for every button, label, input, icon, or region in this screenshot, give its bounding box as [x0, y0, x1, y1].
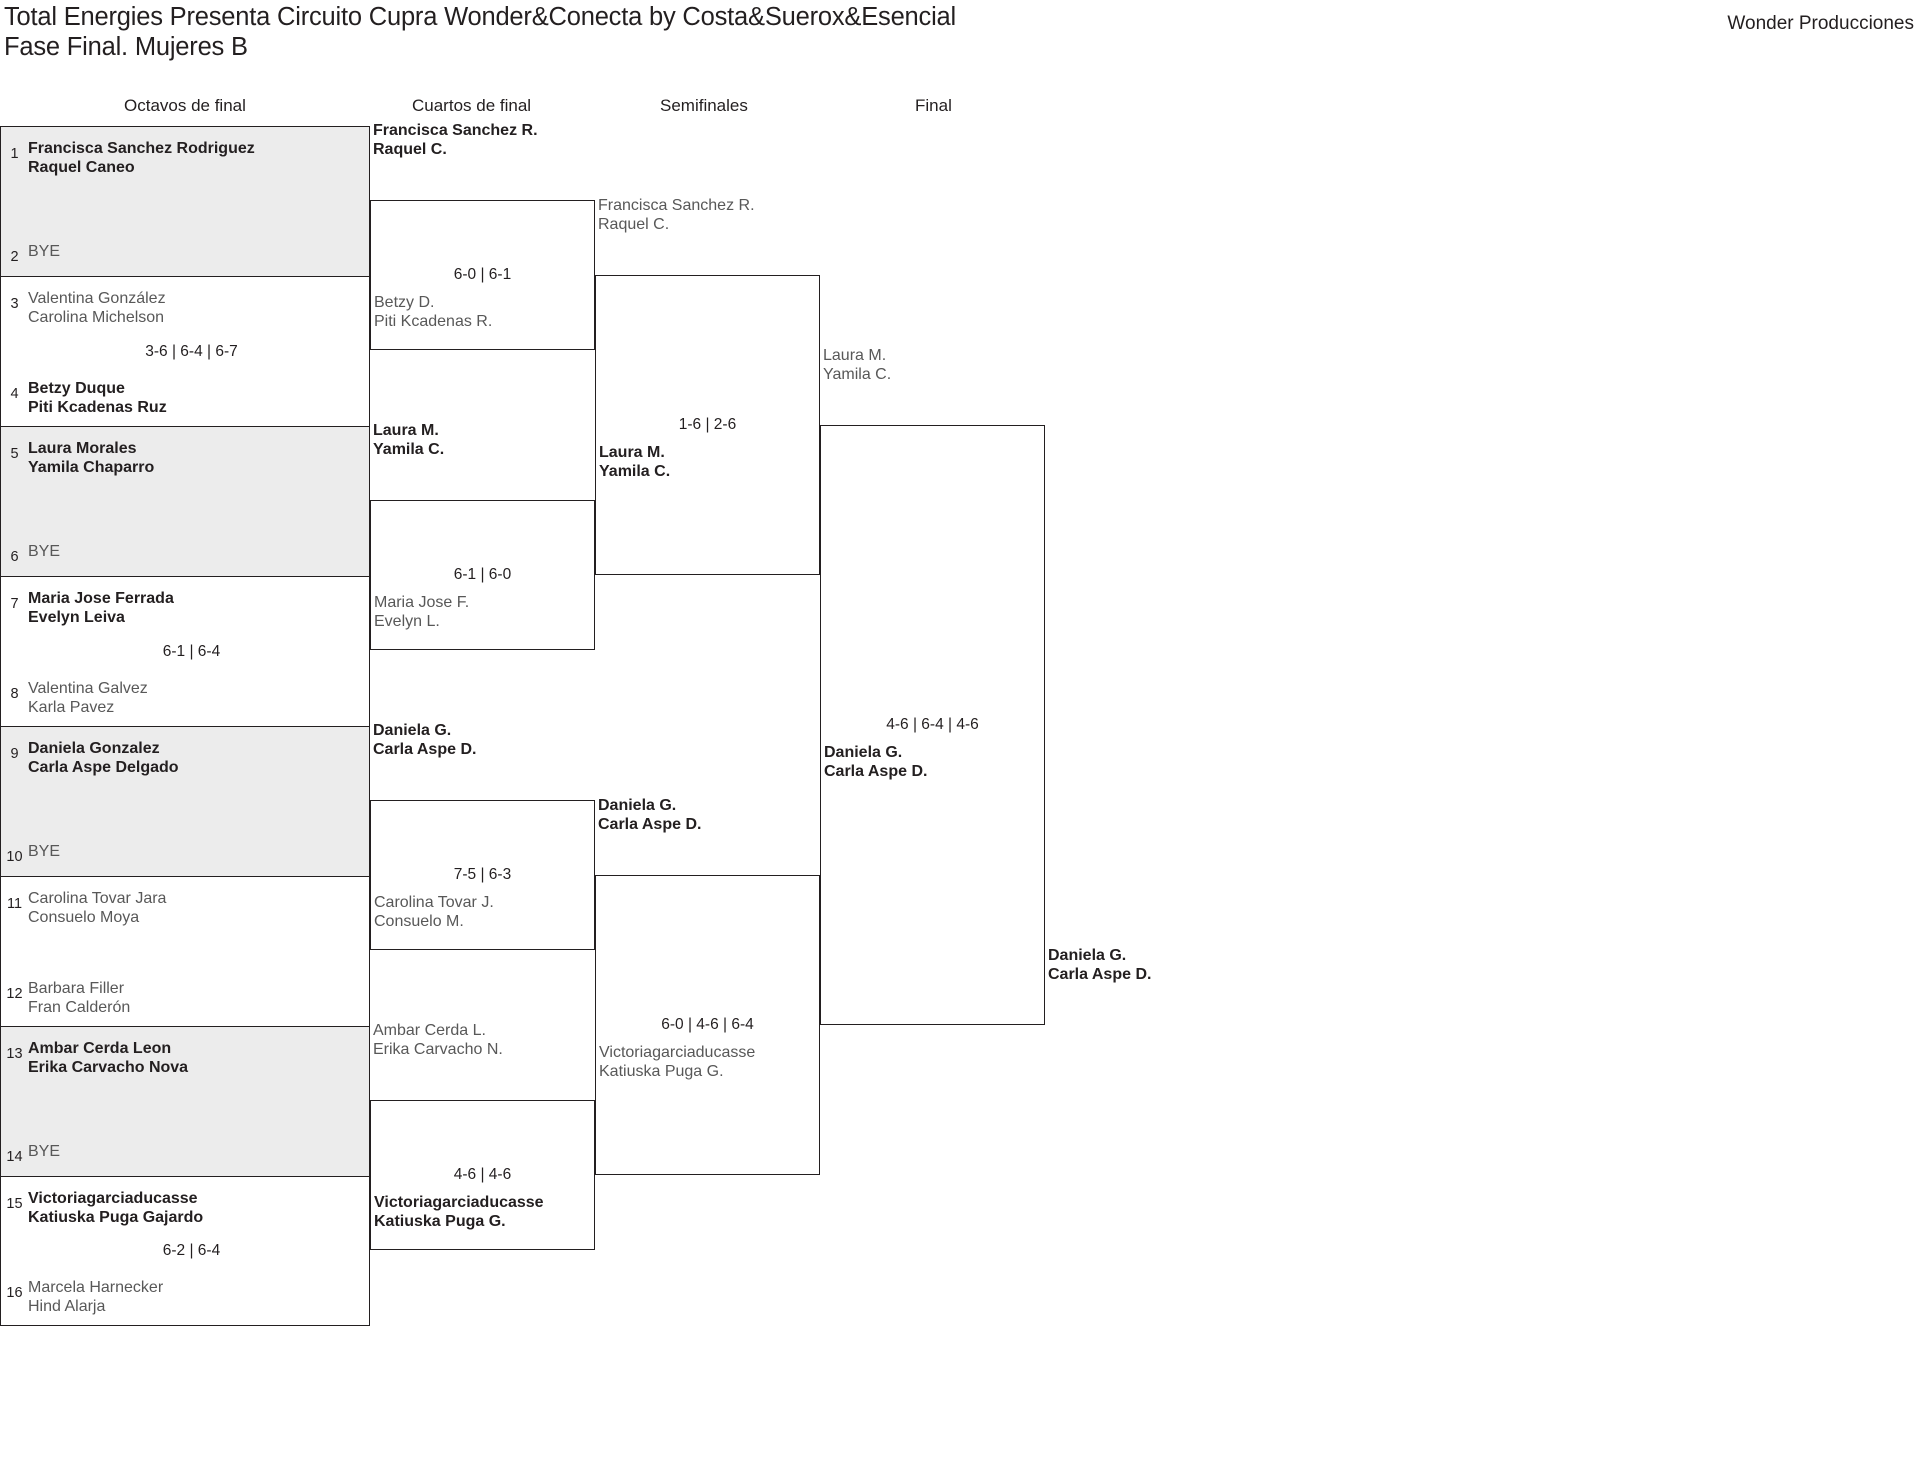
team-name: Barbara Filler Fran Calderón — [28, 980, 131, 1016]
r16-slot-top[interactable]: 1 Francisca Sanchez Rodriguez Raquel Cane… — [1, 136, 369, 177]
team-name: Ambar Cerda Leon Erika Carvacho Nova — [28, 1040, 189, 1076]
team-name: Victoriagarciaducasse Katiuska Puga G. — [599, 1044, 756, 1080]
seed-number: 11 — [6, 896, 23, 912]
team-name: Maria Jose Ferrada Evelyn Leiva — [28, 590, 174, 626]
team-name: Valentina González Carolina Michelson — [28, 290, 166, 326]
r16-slot-top[interactable]: 7 Maria Jose Ferrada Evelyn Leiva — [1, 586, 369, 627]
team-name: Laura Morales Yamila Chaparro — [28, 440, 155, 476]
team-name: Carolina Tovar J. Consuelo M. — [374, 894, 494, 930]
r16-slot-bottom[interactable]: 12 Barbara Filler Fran Calderón — [1, 976, 369, 1017]
r16-slot-top[interactable]: 11 Carolina Tovar Jara Consuelo Moya — [1, 886, 369, 927]
match-score: 6-1 | 6-0 — [453, 566, 512, 583]
bye-label: BYE — [28, 543, 61, 560]
round-heading-final: Final — [915, 96, 952, 115]
r16-slot-bottom[interactable]: 2 BYE — [1, 239, 369, 267]
team-name: Victoriagarciaducasse Katiuska Puga G. — [374, 1194, 544, 1230]
team-name: Francisca Sanchez Rodriguez Raquel Caneo — [28, 140, 255, 176]
seed-number: 12 — [6, 986, 23, 1002]
seed-number: 8 — [10, 686, 19, 702]
team-name: Betzy D. Piti Kcadenas R. — [374, 294, 493, 330]
bye-label: BYE — [28, 243, 61, 260]
team-name: Carolina Tovar Jara Consuelo Moya — [28, 890, 167, 926]
match-score: 1-6 | 2-6 — [678, 416, 737, 433]
seed-number: 10 — [6, 849, 23, 865]
seed-number: 9 — [10, 746, 19, 762]
seed-number: 16 — [6, 1285, 23, 1301]
seed-number: 7 — [10, 596, 19, 612]
match-score: 4-6 | 4-6 — [453, 1166, 512, 1183]
r16-slot-bottom[interactable]: 8 Valentina Galvez Karla Pavez — [1, 676, 369, 717]
seed-number: 4 — [10, 386, 19, 402]
champion-name: Daniela G. Carla Aspe D. — [1048, 947, 1152, 983]
r16-match[interactable]: 13 Ambar Cerda Leon Erika Carvacho Nova 14… — [0, 1026, 370, 1176]
team-name: Francisca Sanchez R. Raquel C. — [373, 122, 538, 158]
match-score: 6-2 | 6-4 — [162, 1242, 221, 1259]
match-score: 3-6 | 6-4 | 6-7 — [145, 342, 238, 360]
match-score: 6-1 | 6-4 — [162, 642, 221, 660]
team-name: Daniela G. Carla Aspe D. — [824, 744, 928, 780]
team-name: Laura M. Yamila C. — [823, 347, 892, 383]
r16-match[interactable]: 11 Carolina Tovar Jara Consuelo Moya 12 Bar… — [0, 876, 370, 1026]
round-heading-octavos: Octavos de final — [124, 96, 246, 115]
bye-label: BYE — [28, 1143, 61, 1160]
team-name: Betzy Duque Piti Kcadenas Ruz — [28, 380, 167, 416]
seed-number: 3 — [10, 296, 19, 312]
r16-match[interactable]: 9 Daniela Gonzalez Carla Aspe Delgado 10 BY… — [0, 726, 370, 876]
r16-slot-bottom[interactable]: 14 BYE — [1, 1139, 369, 1167]
r16-slot-bottom[interactable]: 4 Betzy Duque Piti Kcadenas Ruz — [1, 376, 369, 417]
r16-match[interactable]: 7 Maria Jose Ferrada Evelyn Leiva 8 Valenti… — [0, 576, 370, 726]
r16-slot-top[interactable]: 5 Laura Morales Yamila Chaparro — [1, 436, 369, 477]
r16-slot-bottom[interactable]: 16 Marcela Harnecker Hind Alarja — [1, 1275, 369, 1316]
team-name: Laura M. Yamila C. — [599, 444, 671, 480]
brand-label: Wonder Producciones — [1727, 13, 1914, 34]
seed-number: 2 — [10, 249, 19, 265]
seed-number: 5 — [10, 446, 19, 462]
team-name: Marcela Harnecker Hind Alarja — [28, 1279, 164, 1315]
seed-number: 15 — [6, 1196, 23, 1212]
team-name: Maria Jose F. Evelyn L. — [374, 594, 470, 630]
round-of-16-column: 1 Francisca Sanchez Rodriguez Raquel Cane… — [0, 126, 370, 1326]
match-score: 6-0 | 6-1 — [453, 266, 512, 283]
seed-number: 1 — [10, 146, 19, 162]
team-name: Valentina Galvez Karla Pavez — [28, 680, 148, 716]
team-name: Francisca Sanchez R. Raquel C. — [598, 197, 755, 233]
r16-slot-bottom[interactable]: 10 BYE — [1, 839, 369, 867]
match-score: 4-6 | 6-4 | 4-6 — [886, 716, 979, 733]
seed-number: 14 — [6, 1149, 23, 1165]
page-title: Total Energies Presenta Circuito Cupra W… — [4, 3, 957, 61]
r16-slot-top[interactable]: 15 Victoriagarciaducasse Katiuska Puga Ga… — [1, 1186, 369, 1227]
round-heading-semifinales: Semifinales — [660, 96, 748, 115]
r16-match[interactable]: 5 Laura Morales Yamila Chaparro 6 BYE — [0, 426, 370, 576]
seed-number: 6 — [10, 549, 19, 565]
team-name: Victoriagarciaducasse Katiuska Puga Gaja… — [28, 1190, 204, 1226]
r16-slot-top[interactable]: 9 Daniela Gonzalez Carla Aspe Delgado — [1, 736, 369, 777]
match-score: 6-0 | 4-6 | 6-4 — [661, 1016, 754, 1033]
r16-slot-bottom[interactable]: 6 BYE — [1, 539, 369, 567]
team-name: Daniela Gonzalez Carla Aspe Delgado — [28, 740, 179, 776]
team-name: Daniela G. Carla Aspe D. — [373, 722, 477, 758]
r16-match[interactable]: 1 Francisca Sanchez Rodriguez Raquel Cane… — [0, 126, 370, 276]
team-name: Laura M. Yamila C. — [373, 422, 445, 458]
team-name: Daniela G. Carla Aspe D. — [598, 797, 702, 833]
match-score: 7-5 | 6-3 — [453, 866, 512, 883]
r16-slot-top[interactable]: 3 Valentina González Carolina Michelson — [1, 286, 369, 327]
team-name: Ambar Cerda L. Erika Carvacho N. — [373, 1022, 503, 1058]
round-heading-cuartos: Cuartos de final — [412, 96, 532, 115]
r16-slot-top[interactable]: 13 Ambar Cerda Leon Erika Carvacho Nova — [1, 1036, 369, 1077]
seed-number: 13 — [6, 1046, 23, 1062]
r16-match[interactable]: 15 Victoriagarciaducasse Katiuska Puga Ga… — [0, 1176, 370, 1326]
bye-label: BYE — [28, 843, 61, 860]
